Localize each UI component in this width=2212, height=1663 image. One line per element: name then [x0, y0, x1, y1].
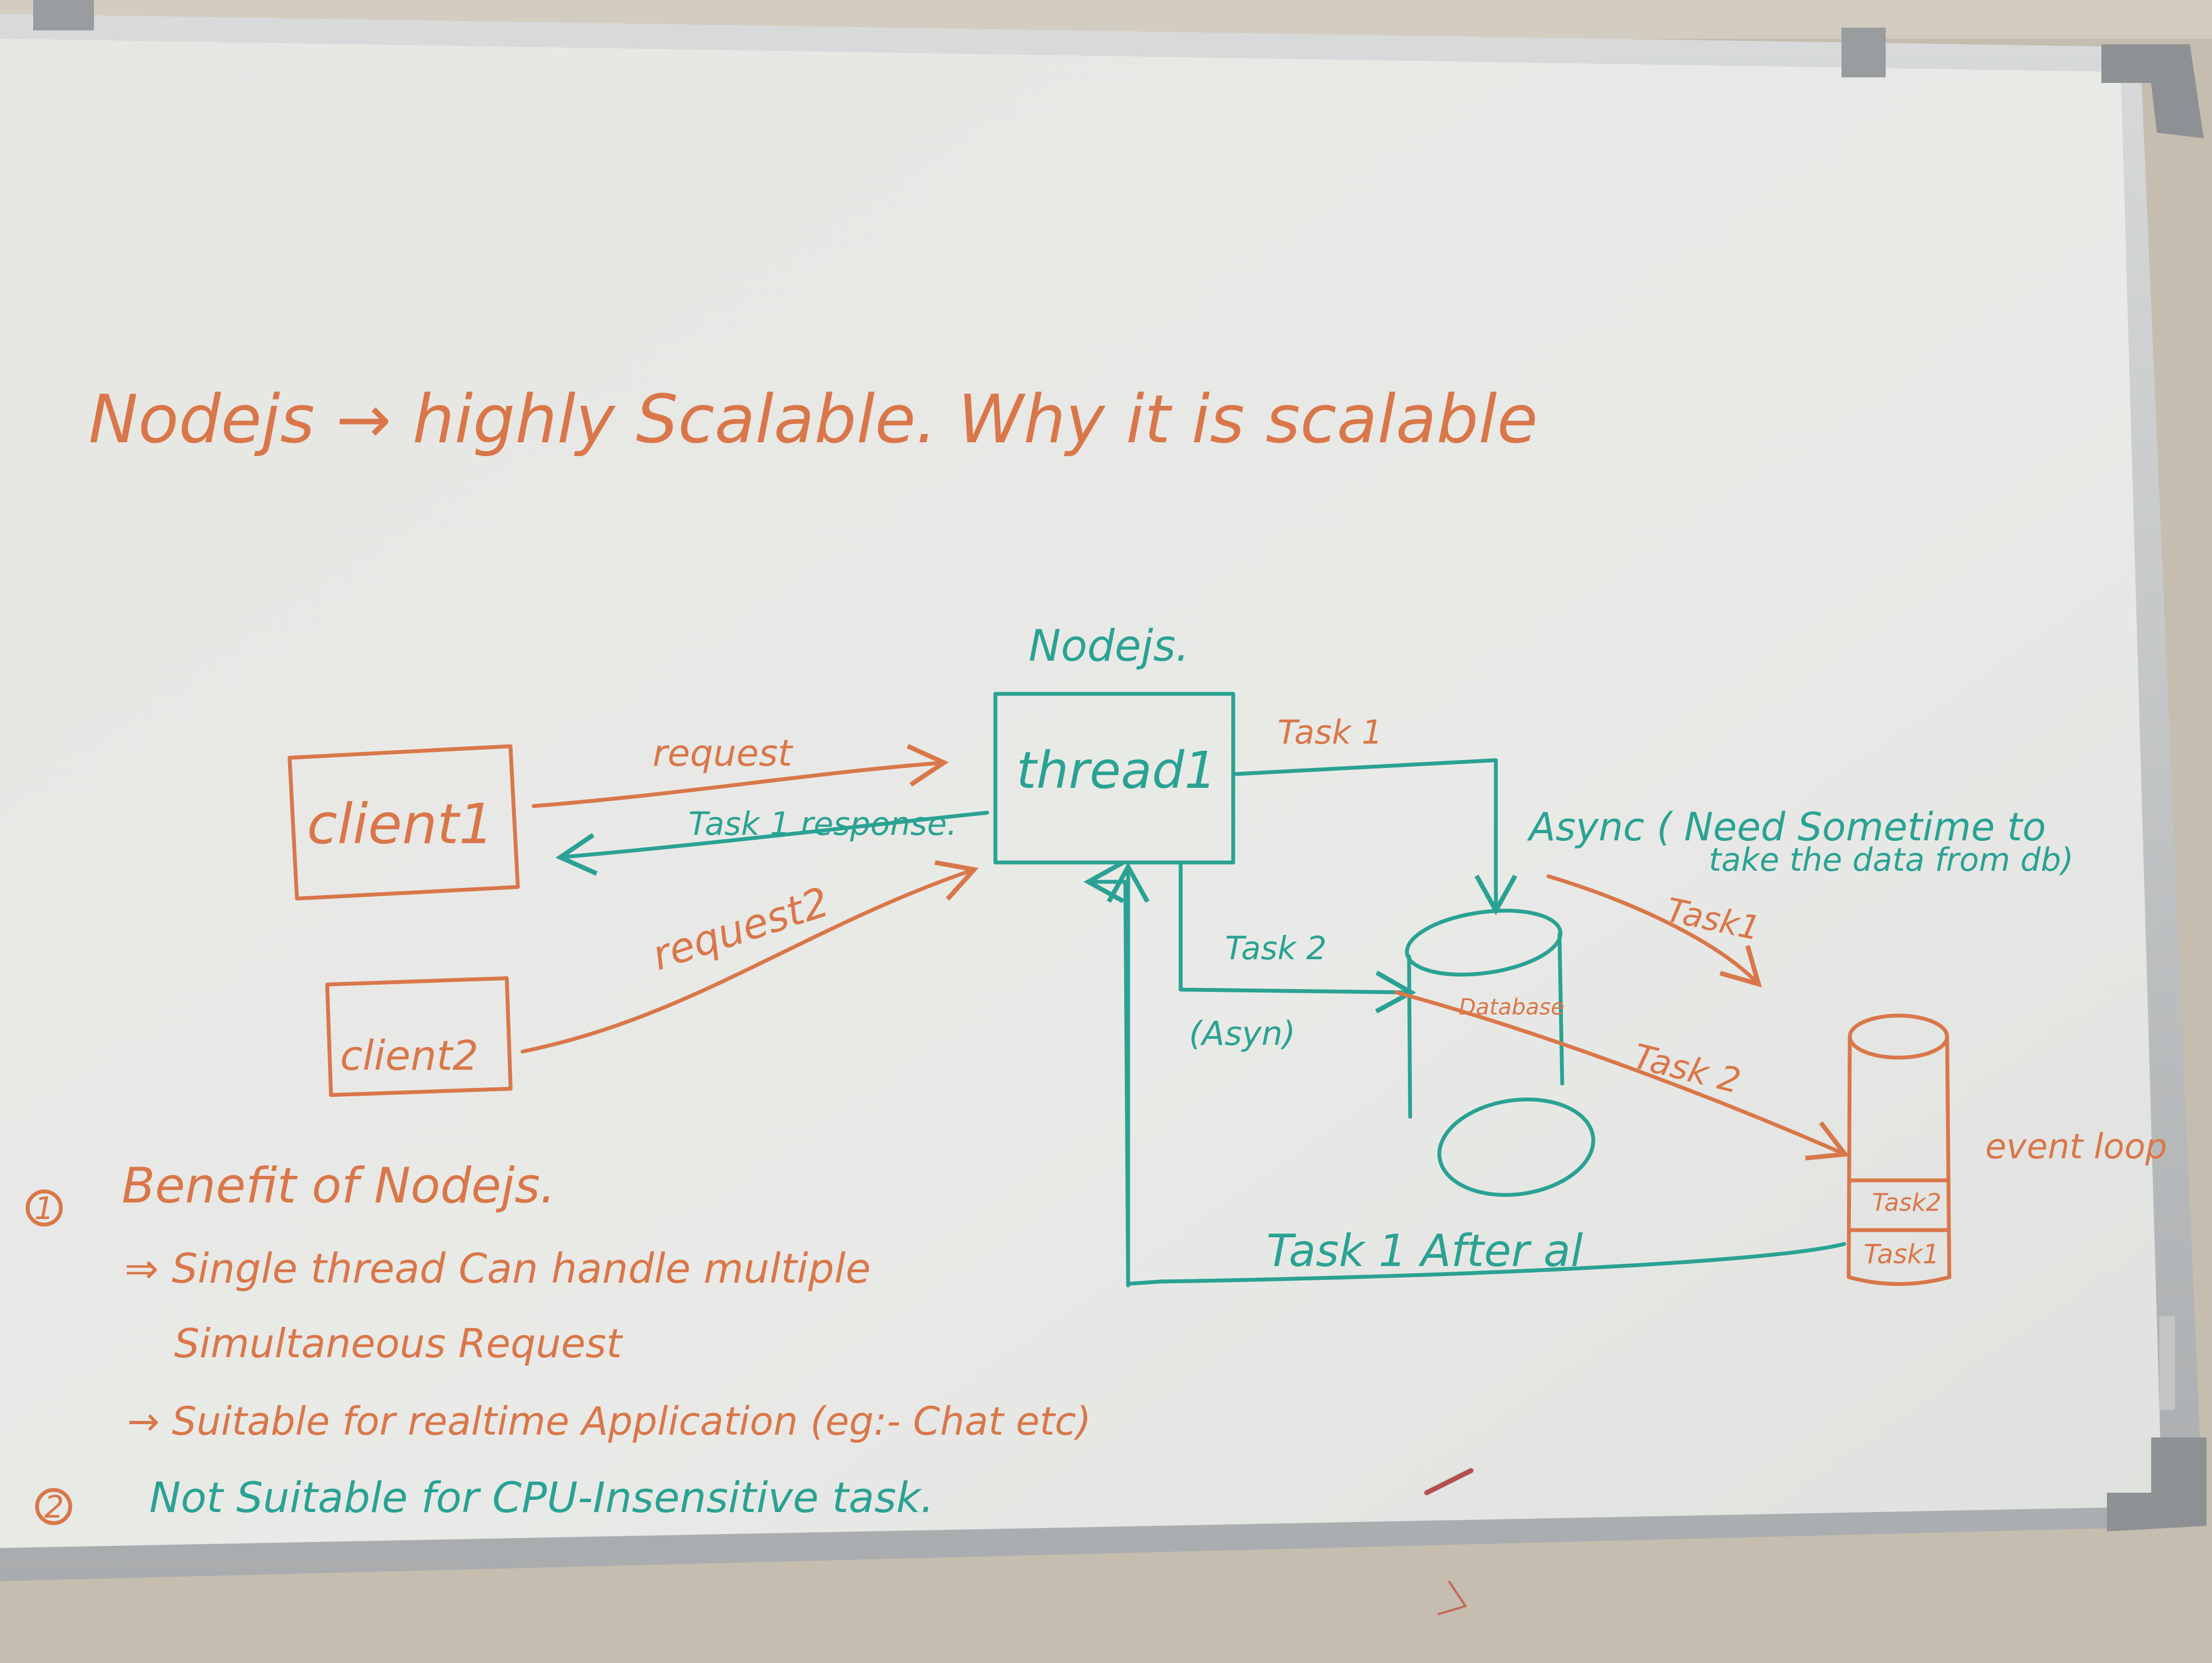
limit-number-circle — [35, 1488, 72, 1525]
client2-box — [325, 976, 513, 1097]
event-loop-stack-lower: Task1 — [1864, 1239, 1939, 1270]
thread1-label: thread1 — [1016, 741, 1217, 800]
benefit-point1-line2: Simultaneous Request — [174, 1320, 623, 1367]
task1-after-return-line — [1083, 860, 1846, 1286]
benefit-point1-line1: ⇒ Single thread Can handle multiple — [124, 1245, 871, 1293]
task2-label: Task 2 — [1225, 929, 1327, 967]
async-note-line1: Async ( Need Sometime to — [1527, 804, 2046, 850]
frame-clip-top-right — [1841, 28, 1886, 77]
task2-to-eventloop-arrow — [1394, 990, 1850, 1160]
limit-number: 2 — [44, 1489, 64, 1525]
frame-corner-top-right — [2101, 44, 2204, 138]
event-loop-cylinder — [1846, 1013, 1952, 1286]
client1-label: client1 — [307, 792, 494, 856]
task1-after-label: Task 1 After al — [1266, 1225, 1583, 1277]
response-label: Task 1 response. — [688, 805, 957, 843]
request-arrow — [531, 744, 949, 808]
benefit-number: 1 — [34, 1191, 54, 1227]
request2-arrow — [520, 860, 979, 1054]
board-surface — [0, 39, 2162, 1548]
event-loop-stack-upper: Task2 — [1872, 1189, 1942, 1217]
client1-box — [288, 744, 520, 901]
event-loop-label: event loop — [1985, 1126, 2167, 1167]
benefit-number-circle — [25, 1189, 63, 1227]
board-title: Nodejs → highly Scalable. Why it is scal… — [88, 381, 1538, 458]
task1-top-label: Task 1 — [1277, 713, 1383, 752]
benefit-point2: → Suitable for realtime Application (eg:… — [127, 1399, 1091, 1444]
task1-to-eventloop-arrow — [1546, 874, 1762, 988]
asyn-label: (Asyn) — [1189, 1014, 1296, 1053]
nodejs-label: Nodejs. — [1029, 621, 1190, 671]
frame-side-label — [2159, 1316, 2175, 1410]
benefit-heading: Benefit of Nodejs. — [122, 1157, 555, 1214]
task1-to-database-line — [1234, 758, 1517, 916]
database-cylinder — [1405, 908, 1595, 1197]
async-note-line2: take the data from db) — [1709, 841, 2074, 878]
response-arrow — [555, 810, 989, 876]
marker-pen — [1424, 1468, 1474, 1495]
frame-corner-bottom-right — [2107, 1437, 2206, 1531]
limit-text: Not Suitable for CPU-Insensitive task. — [149, 1473, 934, 1522]
client2-label: client2 — [340, 1032, 478, 1080]
task2-to-database-line — [1178, 860, 1416, 1014]
request-label: request — [653, 732, 793, 775]
wall-scribble — [1437, 1580, 1468, 1615]
frame-clip-top-left — [33, 0, 94, 30]
